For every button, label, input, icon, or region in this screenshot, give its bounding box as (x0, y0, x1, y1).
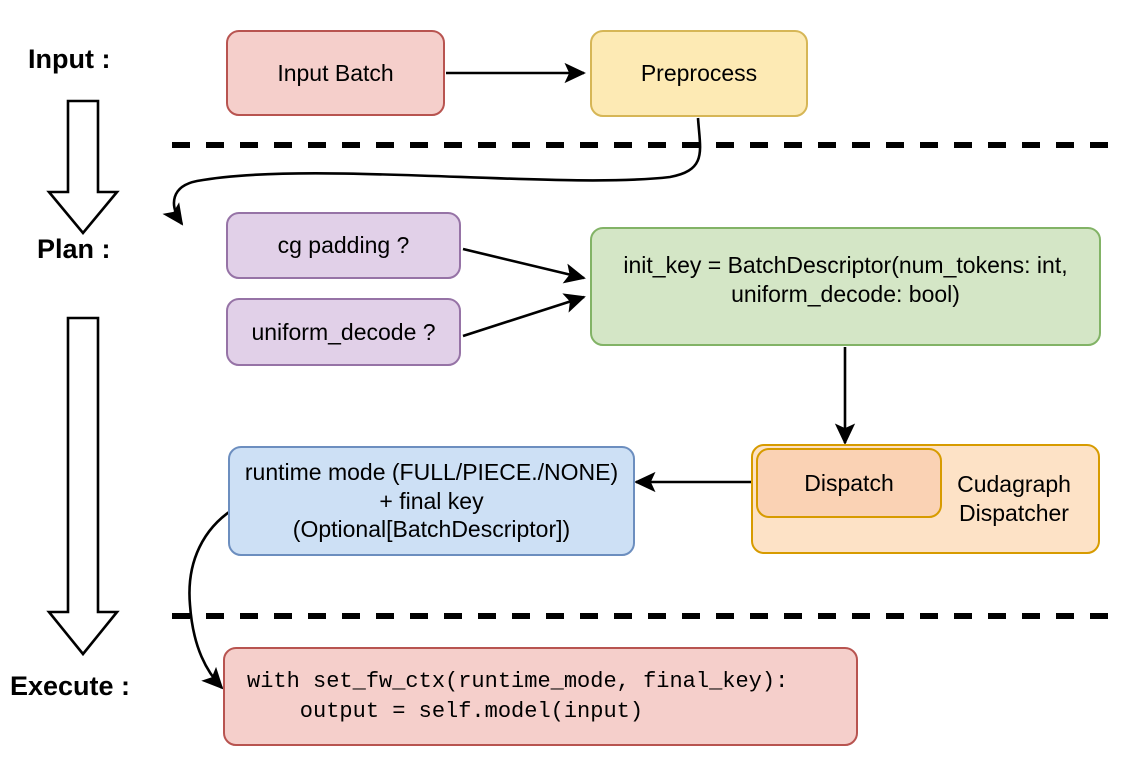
edge-preprocess-to-cg-padding (162, 117, 702, 226)
node-dispatch[interactable]: Dispatch (756, 448, 942, 518)
node-runtime-mode-label-line1: runtime mode (FULL/PIECE./NONE) (244, 458, 619, 485)
node-cg-padding-label: cg padding ? (277, 232, 410, 259)
node-execute-code[interactable]: with set_fw_ctx(runtime_mode, final_key)… (223, 647, 858, 746)
edge-uniform-decode-to-init-key (462, 293, 586, 338)
node-init-key-label-line2: uniform_decode: bool) (731, 280, 960, 307)
node-init-key[interactable]: init_key = BatchDescriptor(num_tokens: i… (590, 227, 1101, 346)
node-dispatch-label: Dispatch (804, 469, 894, 496)
node-runtime-mode-label-line2: + final key (Optional[BatchDescriptor]) (292, 487, 571, 543)
node-cg-padding[interactable]: cg padding ? (226, 212, 461, 279)
node-uniform-decode[interactable]: uniform_decode ? (226, 298, 461, 366)
edge-cg-padding-to-init-key (462, 247, 586, 284)
stage-label-input: Input : (28, 44, 111, 74)
node-input-batch-label: Input Batch (277, 59, 394, 86)
node-uniform-decode-label: uniform_decode ? (251, 318, 436, 345)
node-cudagraph-dispatcher-label-line2: Dispatcher (959, 500, 1069, 526)
node-execute-code-line1: with set_fw_ctx(runtime_mode, final_key)… (247, 668, 789, 694)
stage-arrow-2-icon (46, 316, 120, 657)
node-cudagraph-dispatcher-label-line1: Cudagraph (957, 471, 1071, 498)
node-preprocess-label: Preprocess (640, 60, 758, 87)
node-preprocess[interactable]: Preprocess (590, 30, 808, 117)
stage-arrow-1-icon (46, 99, 120, 236)
stage-label-execute: Execute : (10, 671, 131, 701)
stage-label-plan: Plan : (37, 234, 111, 264)
node-runtime-mode[interactable]: runtime mode (FULL/PIECE./NONE) + final … (228, 446, 635, 556)
node-execute-code-line2: output = self.model(input) (247, 698, 644, 724)
node-input-batch[interactable]: Input Batch (226, 30, 445, 116)
node-init-key-label-line1: init_key = BatchDescriptor(num_tokens: i… (623, 252, 1068, 278)
